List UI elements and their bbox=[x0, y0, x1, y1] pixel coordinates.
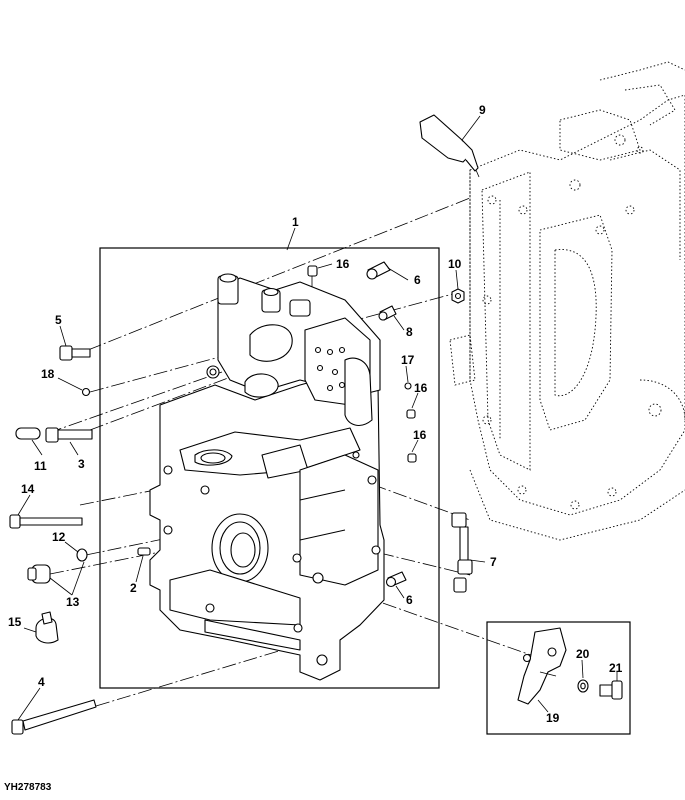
callout-20: 20 bbox=[576, 647, 590, 661]
callout-15: 15 bbox=[8, 615, 22, 629]
pin-8 bbox=[378, 305, 397, 321]
washer-20 bbox=[577, 679, 589, 693]
callout-16-mid: 16 bbox=[414, 381, 428, 395]
callout-14: 14 bbox=[21, 482, 35, 496]
clip-15 bbox=[35, 611, 59, 644]
o-ring-12 bbox=[76, 548, 88, 562]
callout-12: 12 bbox=[52, 530, 66, 544]
plug-16-low bbox=[407, 453, 417, 463]
callout-19: 19 bbox=[546, 711, 560, 725]
dowel-pin-6-top bbox=[366, 261, 391, 280]
bracket-19 bbox=[517, 627, 567, 705]
bolt-21 bbox=[599, 680, 623, 700]
figure-code: YH278783 bbox=[4, 782, 52, 793]
bolt-5 bbox=[59, 345, 91, 361]
callout-3: 3 bbox=[78, 457, 85, 471]
dowel-pin-11 bbox=[15, 427, 41, 440]
assembly-frame bbox=[99, 247, 440, 689]
washer-18 bbox=[81, 387, 91, 397]
plug-16-top bbox=[307, 265, 318, 277]
link-rod-7 bbox=[451, 512, 473, 593]
callout-21: 21 bbox=[609, 661, 623, 675]
callout-10: 10 bbox=[448, 257, 462, 271]
plug-13 bbox=[27, 564, 51, 584]
callout-7: 7 bbox=[490, 555, 497, 569]
ball-17 bbox=[404, 382, 412, 390]
callout-6-low: 6 bbox=[406, 593, 413, 607]
bolt-3 bbox=[45, 427, 93, 443]
plug-16-mid bbox=[406, 409, 416, 419]
callout-9: 9 bbox=[479, 103, 486, 117]
callout-17: 17 bbox=[401, 353, 415, 367]
stud-2 bbox=[137, 547, 151, 556]
callout-13: 13 bbox=[66, 595, 80, 609]
callout-16-low: 16 bbox=[413, 428, 427, 442]
sealant-bottle bbox=[419, 114, 480, 178]
callout-8: 8 bbox=[406, 325, 413, 339]
callout-6-top: 6 bbox=[414, 273, 421, 287]
leader-lines bbox=[17, 115, 618, 721]
callout-18: 18 bbox=[41, 367, 55, 381]
long-bolt-14 bbox=[9, 514, 83, 529]
dowel-pin-6-low bbox=[385, 571, 407, 588]
callout-11: 11 bbox=[34, 459, 47, 473]
nut bbox=[451, 288, 465, 304]
assembly-centerlines bbox=[47, 197, 546, 707]
callout-5: 5 bbox=[55, 313, 62, 327]
callout-2: 2 bbox=[130, 581, 137, 595]
housing-casting bbox=[149, 273, 385, 681]
mating-housing-ghost bbox=[449, 61, 685, 541]
callout-1: 1 bbox=[292, 215, 299, 229]
detail-inset-frame bbox=[486, 621, 631, 735]
long-bolt-4 bbox=[11, 699, 97, 735]
callout-16-top: 16 bbox=[336, 257, 350, 271]
callout-4: 4 bbox=[38, 675, 45, 689]
